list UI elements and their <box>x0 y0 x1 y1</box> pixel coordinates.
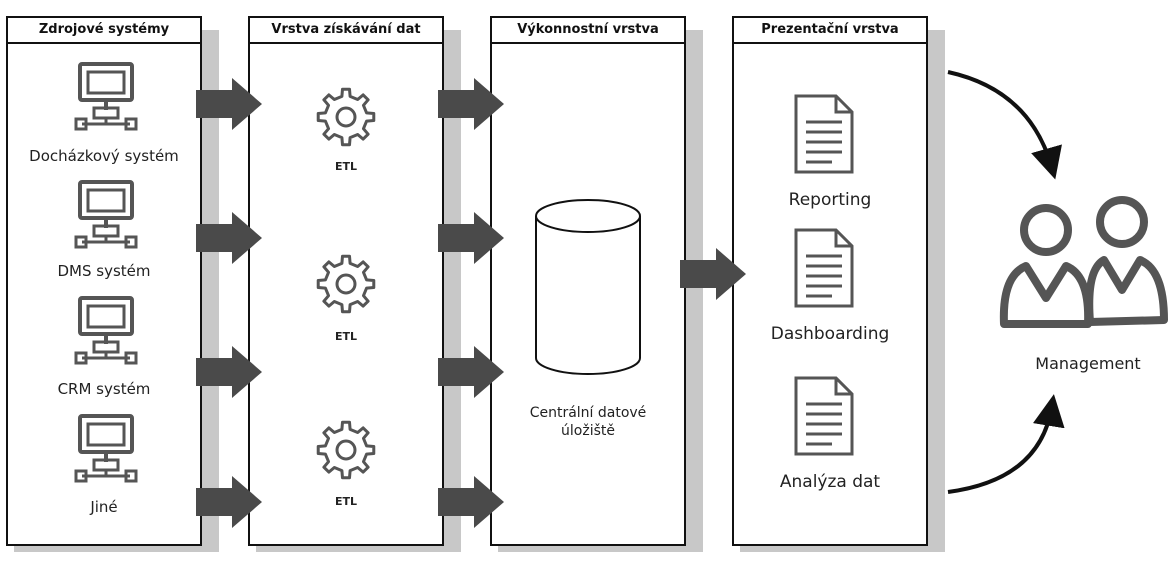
gear-icon <box>316 420 376 480</box>
etl-label: ETL <box>334 495 358 508</box>
gear-icon <box>316 87 376 147</box>
consumer-label: Management <box>1035 354 1141 373</box>
output-label: Analýza dat <box>779 472 881 492</box>
flow-arrow <box>196 212 262 264</box>
flow-arrow <box>196 78 262 130</box>
computer-network-icon <box>74 414 138 483</box>
layer-title: Vrstva získávání dat <box>250 18 442 44</box>
gear-icon <box>316 254 376 314</box>
layer-title: Prezentační vrstva <box>734 18 926 44</box>
database-cylinder-icon <box>535 199 641 375</box>
source-label: DMS systém <box>57 262 151 280</box>
output-label: Reporting <box>788 190 872 210</box>
source-label: CRM systém <box>57 380 151 398</box>
flow-arrow <box>196 476 262 528</box>
flow-arrow <box>438 346 504 398</box>
flow-arrow <box>196 346 262 398</box>
document-icon <box>794 94 854 174</box>
output-label: Dashboarding <box>770 324 890 344</box>
curved-arrow <box>947 70 1065 494</box>
computer-network-icon <box>74 180 138 249</box>
document-icon <box>794 376 854 456</box>
flow-arrow <box>438 476 504 528</box>
flow-arrow <box>438 212 504 264</box>
computer-network-icon <box>74 296 138 365</box>
etl-label: ETL <box>334 160 358 173</box>
flow-arrow <box>438 78 504 130</box>
layer-title: Zdrojové systémy <box>8 18 200 44</box>
computer-network-icon <box>74 62 138 131</box>
document-icon <box>794 228 854 308</box>
source-label: Docházkový systém <box>29 147 179 165</box>
etl-label: ETL <box>334 330 358 343</box>
source-label: Jiné <box>90 498 118 516</box>
flow-arrow <box>680 248 746 300</box>
layer-title: Výkonnostní vrstva <box>492 18 684 44</box>
storage-label: Centrální datové úložiště <box>529 405 647 439</box>
users-icon <box>999 196 1168 328</box>
